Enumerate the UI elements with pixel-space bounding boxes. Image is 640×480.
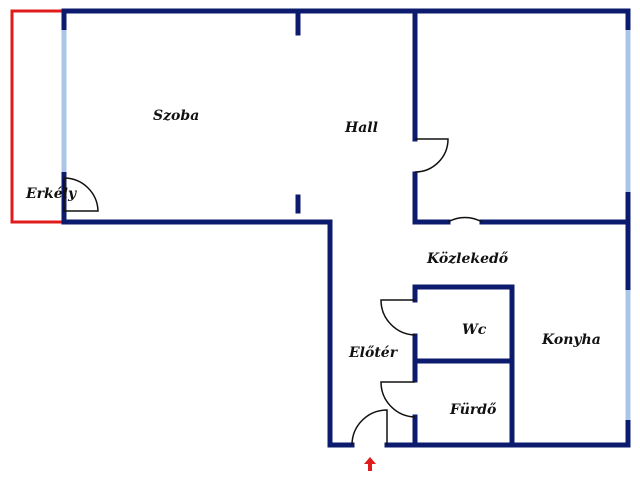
label-kozlekedo: Közlekedő (426, 251, 509, 267)
label-furdo: Fürdő (449, 402, 497, 418)
windows (61, 30, 631, 420)
label-eloter: Előtér (348, 345, 399, 361)
door-erkely (63, 177, 99, 212)
balcony-outline (10, 9, 64, 224)
label-erkely: Erkély (25, 186, 77, 202)
door-entrance (351, 409, 388, 446)
label-szoba: Szoba (153, 108, 199, 124)
door-right-room (447, 216, 483, 223)
door-hall (414, 138, 449, 173)
door-wc (380, 299, 416, 336)
label-konyha: Konyha (541, 332, 601, 348)
door-furdo (380, 381, 416, 418)
label-hall: Hall (344, 120, 378, 136)
label-wc: Wc (462, 322, 487, 338)
walls (61, 8, 631, 448)
doors (63, 138, 483, 446)
arrow-up-icon (364, 457, 376, 471)
